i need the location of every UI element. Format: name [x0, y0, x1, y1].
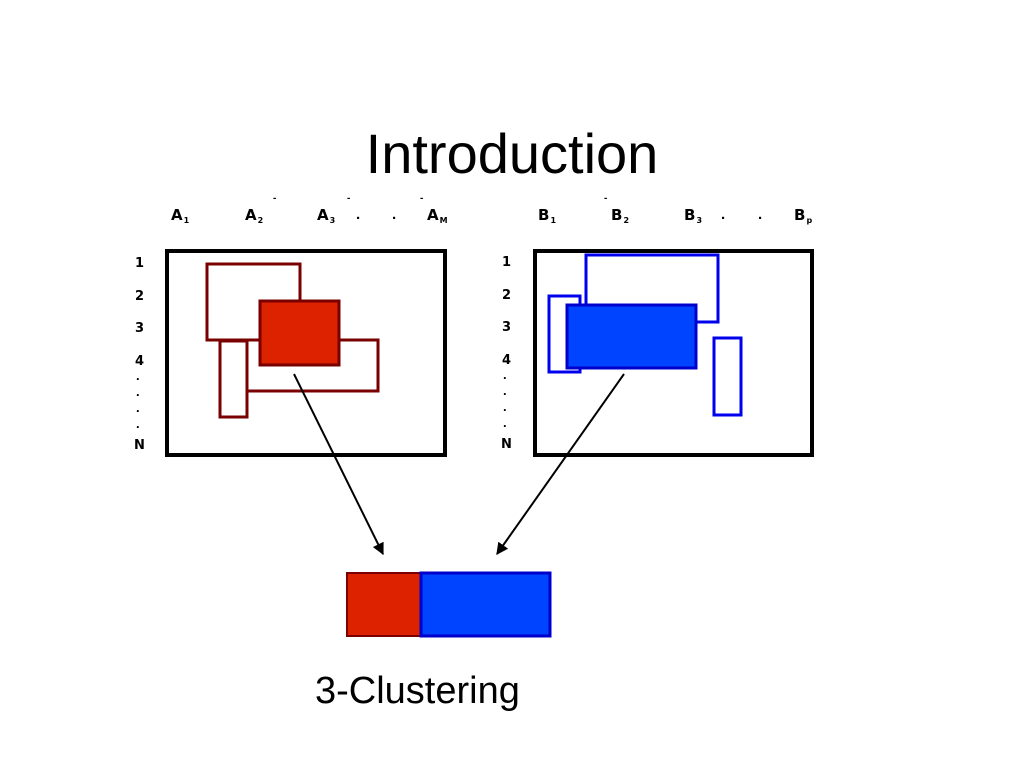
right-bicluster-narrow-right: [712, 336, 743, 417]
overbar-mark: -: [420, 193, 424, 204]
right-row-ellipsis-dot: .: [503, 415, 507, 430]
left-bicluster-narrow: [218, 339, 249, 419]
right-col-label-3: B3: [684, 206, 703, 225]
left-matrix-frame: [165, 249, 447, 457]
right-row-label-1: 1: [502, 255, 512, 270]
caption: 3-Clustering: [315, 670, 520, 712]
overbar-mark: -: [273, 193, 277, 204]
right-row-label-3: 3: [502, 320, 512, 335]
left-row-label-4: 4: [135, 354, 145, 369]
right-col-label-p: Bp: [794, 206, 813, 225]
right-col-ellipsis-dot: .: [721, 206, 726, 223]
right-col-ellipsis-dot: .: [758, 206, 763, 223]
left-arrow: [293, 373, 384, 556]
left-row-ellipsis-dot: .: [136, 384, 140, 399]
overbar-mark: -: [347, 193, 351, 204]
right-row-ellipsis-dot: .: [503, 383, 507, 398]
left-selected-bicluster: [258, 299, 341, 367]
right-row-label-2: 2: [502, 288, 512, 303]
right-selected-bicluster: [565, 303, 698, 370]
left-row-ellipsis-dot: .: [136, 368, 140, 383]
left-col-label-m: AM: [427, 206, 448, 225]
left-row-label-n: N: [134, 438, 145, 453]
left-row-ellipsis-dot: .: [136, 400, 140, 415]
right-matrix-frame: [533, 249, 814, 457]
left-col-label-1: A1: [171, 206, 190, 225]
right-arrow: [496, 373, 625, 555]
right-col-label-1: B1: [538, 206, 557, 225]
result-blue-block: [419, 571, 552, 638]
right-row-label-n: N: [501, 437, 512, 452]
result-red-block: [346, 572, 423, 637]
slide-title: Introduction: [365, 122, 659, 185]
left-col-ellipsis-dot: .: [356, 206, 361, 223]
right-col-label-2: B2: [611, 206, 630, 225]
left-row-label-1: 1: [135, 256, 145, 271]
right-row-ellipsis-dot: .: [503, 399, 507, 414]
left-col-label-2: A2: [245, 206, 264, 225]
right-row-ellipsis-dot: .: [503, 367, 507, 382]
left-row-label-2: 2: [135, 289, 145, 304]
left-col-ellipsis-dot: .: [392, 206, 397, 223]
overbar-mark: -: [604, 193, 608, 204]
left-row-ellipsis-dot: .: [136, 416, 140, 431]
left-row-label-3: 3: [135, 321, 145, 336]
left-col-label-3: A3: [317, 206, 336, 225]
right-row-label-4: 4: [502, 353, 512, 368]
